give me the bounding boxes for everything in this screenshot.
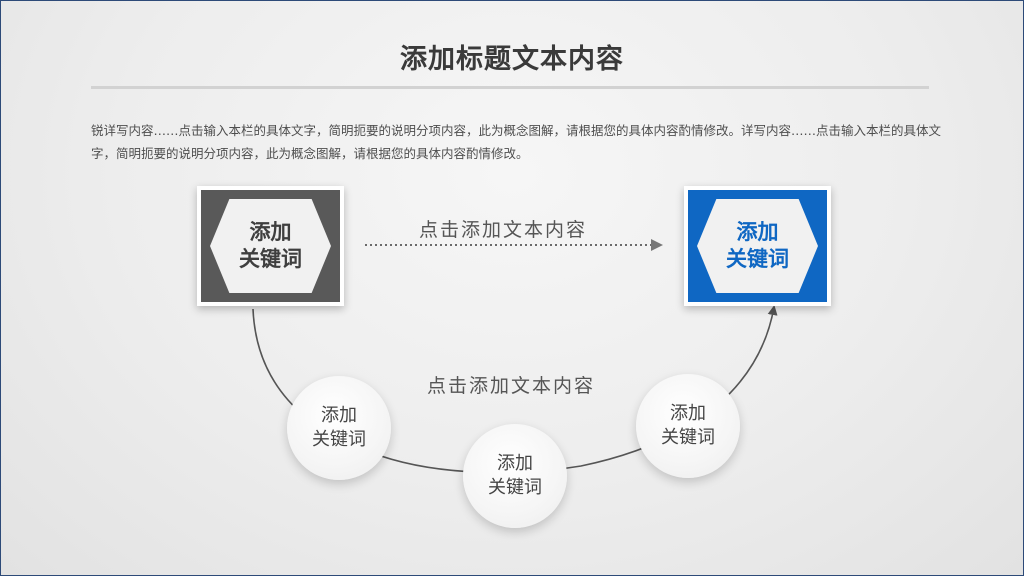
node-2-line1: 添加	[497, 453, 533, 474]
start-keyword-line2: 关键词	[239, 247, 302, 271]
end-hexagon: 添加 关键词	[697, 199, 818, 293]
node-2-line2: 关键词	[488, 477, 542, 498]
node-1-line2: 关键词	[312, 429, 366, 450]
node-1-line1: 添加	[321, 405, 357, 426]
node-circle-1[interactable]: 添加 关键词	[287, 376, 391, 480]
end-keyword-line2: 关键词	[726, 247, 789, 271]
node-circle-2[interactable]: 添加 关键词	[463, 424, 567, 528]
arc-label[interactable]: 点击添加文本内容	[427, 375, 596, 397]
node-2-text: 添加 关键词	[488, 452, 542, 500]
start-keyword-box[interactable]: 添加 关键词	[197, 186, 344, 306]
title-divider	[91, 86, 929, 89]
node-3-line2: 关键词	[661, 427, 715, 448]
node-3-text: 添加 关键词	[661, 402, 715, 450]
end-keyword-box[interactable]: 添加 关键词	[684, 186, 831, 306]
node-circle-3[interactable]: 添加 关键词	[636, 374, 740, 478]
slide-title[interactable]: 添加标题文本内容	[400, 44, 624, 75]
end-keyword-text: 添加 关键词	[726, 219, 789, 273]
start-hexagon: 添加 关键词	[210, 199, 331, 293]
end-keyword-line1: 添加	[736, 220, 779, 244]
body-paragraph[interactable]: 锐详写内容……点击输入本栏的具体文字，简明扼要的说明分项内容，此为概念图解，请根…	[91, 123, 942, 161]
start-keyword-text: 添加 关键词	[239, 219, 302, 273]
node-3-line1: 添加	[670, 403, 706, 424]
start-keyword-line1: 添加	[249, 220, 292, 244]
top-arrow-label[interactable]: 点击添加文本内容	[419, 219, 588, 241]
node-1-text: 添加 关键词	[312, 404, 366, 452]
